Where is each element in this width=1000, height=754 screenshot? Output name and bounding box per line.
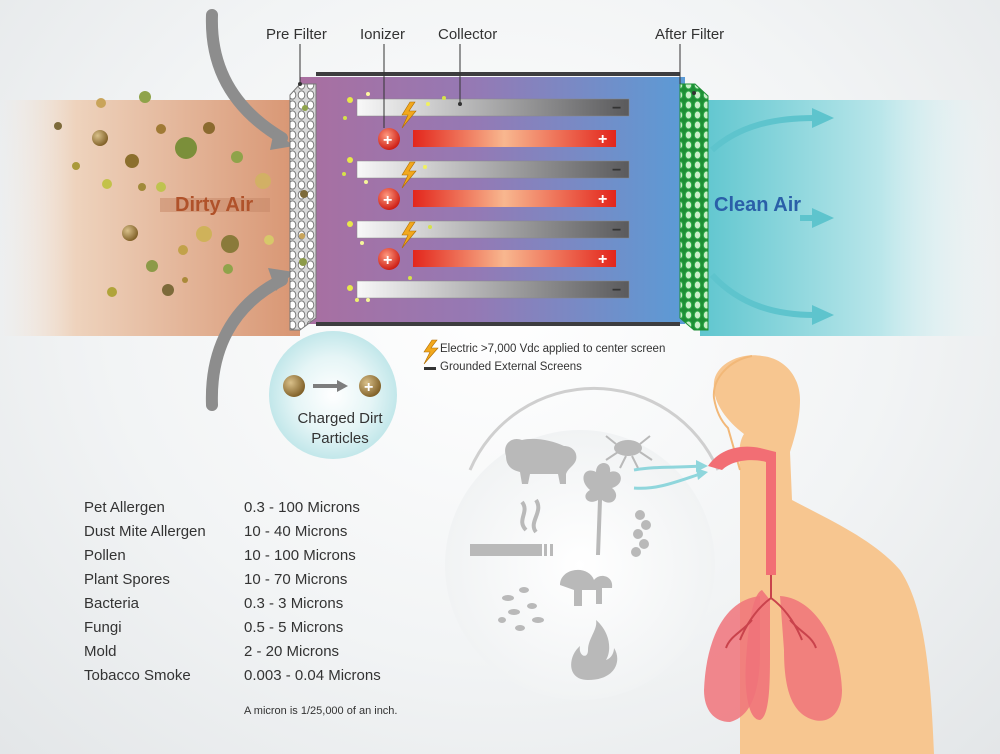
particle-size: 10 - 40 Microns — [244, 523, 348, 540]
grounded-screen-bottom — [316, 322, 680, 326]
particle-name: Pet Allergen — [84, 499, 165, 516]
grounded-screen-top — [316, 72, 680, 76]
dirt-particle-icon — [283, 375, 305, 397]
arrowhead-icon — [812, 108, 834, 325]
particle-size: 0.5 - 5 Microns — [244, 619, 344, 636]
positive-sign: + — [383, 132, 392, 149]
positive-sign: + — [598, 131, 607, 148]
particle-size: 10 - 70 Microns — [244, 571, 348, 588]
plant-icon — [583, 463, 621, 555]
table-row: Pollen 10 - 100 Microns — [84, 547, 381, 571]
dirty-air-label: Dirty Air — [175, 194, 254, 216]
positive-plates — [413, 130, 616, 267]
particle-name: Tobacco Smoke — [84, 667, 191, 684]
fungi-icon — [560, 569, 613, 606]
leader-dot — [458, 102, 462, 106]
inflow-arrow-top — [205, 9, 288, 144]
arrowhead-icon — [337, 380, 348, 392]
after-filter-label: After Filter — [655, 26, 725, 43]
table-row: Plant Spores 10 - 70 Microns — [84, 571, 381, 595]
legend-grounded: Grounded External Screens — [440, 361, 582, 373]
particle-size: 2 - 20 Microns — [244, 643, 340, 660]
particle-name: Bacteria — [84, 595, 140, 612]
table-row: Tobacco Smoke 0.003 - 0.04 Microns — [84, 667, 381, 691]
dirt-particles — [54, 91, 274, 297]
negative-sign: − — [612, 100, 621, 117]
table-row: Fungi 0.5 - 5 Microns — [84, 619, 381, 643]
charged-particle-sparkles — [299, 92, 446, 302]
dust-mite-icon — [614, 440, 642, 456]
particle-name: Plant Spores — [84, 571, 170, 588]
allergen-icons — [470, 435, 653, 680]
clean-air-label: Clean Air — [714, 194, 802, 216]
airway — [708, 446, 776, 575]
label-leaders — [299, 44, 681, 128]
clean-air-band — [700, 100, 1000, 336]
particle-name: Dust Mite Allergen — [84, 523, 206, 540]
legend-electric: Electric >7,000 Vdc applied to center sc… — [440, 343, 665, 355]
ionizer-electrodes — [378, 128, 400, 270]
face-outline — [712, 355, 753, 471]
table-row: Mold 2 - 20 Microns — [84, 643, 381, 667]
charged-particles-bubble — [269, 331, 397, 459]
bolt-icon — [401, 101, 417, 249]
arrowhead-icon — [268, 268, 294, 291]
allergen-circle-arc — [468, 386, 720, 471]
positive-sign: + — [364, 379, 373, 396]
pre-filter-label: Pre Filter — [266, 26, 327, 43]
allergen-circle — [445, 430, 715, 700]
legend-electric-text: Electric >7,000 Vdc applied to center sc… — [440, 343, 666, 355]
negative-sign: − — [612, 282, 621, 299]
particle-name: Mold — [84, 643, 117, 660]
micron-footnote: A micron is 1/25,000 of an inch. — [244, 705, 398, 717]
negative-sign: − — [612, 222, 621, 239]
cigarette-icon — [470, 544, 542, 556]
negative-sign: − — [612, 162, 621, 179]
inflow-arrow-bottom — [205, 274, 288, 411]
arrowhead-icon — [696, 460, 708, 480]
table-row: Pet Allergen 0.3 - 100 Microns — [84, 499, 381, 523]
charged-particle-icon — [359, 375, 381, 397]
grounded-screen-icon — [424, 367, 436, 370]
ionizer-label: Ionizer — [360, 26, 406, 43]
bronchi — [725, 575, 817, 649]
bolt-icon — [423, 339, 439, 365]
particle-size: 10 - 100 Microns — [244, 547, 356, 564]
positive-sign: + — [598, 251, 607, 268]
arrowhead-icon — [270, 131, 294, 150]
dog-icon — [505, 438, 577, 484]
particle-name: Fungi — [84, 619, 122, 636]
pre-filter — [289, 83, 317, 331]
after-filter — [679, 83, 709, 331]
particle-size: 0.003 - 0.04 Microns — [244, 667, 381, 684]
legend-grounded-text: Grounded External Screens — [440, 361, 582, 373]
fire-icon — [571, 620, 618, 680]
table-row: Bacteria 0.3 - 3 Microns — [84, 595, 381, 619]
positive-sign: + — [383, 192, 392, 209]
positive-sign: + — [383, 252, 392, 269]
leader-dot — [298, 82, 302, 86]
positive-sign: + — [598, 191, 607, 208]
leader-dot — [692, 91, 696, 95]
charged-particles-label: Charged Dirt Particles — [297, 410, 383, 447]
inhale-arrows — [633, 464, 701, 490]
table-row: Dust Mite Allergen 10 - 40 Microns — [84, 523, 381, 547]
collector-label: Collector — [438, 26, 498, 43]
particle-name: Pollen — [84, 547, 126, 564]
particle-size: 0.3 - 3 Microns — [244, 595, 344, 612]
particle-size: 0.3 - 100 Microns — [244, 499, 360, 516]
